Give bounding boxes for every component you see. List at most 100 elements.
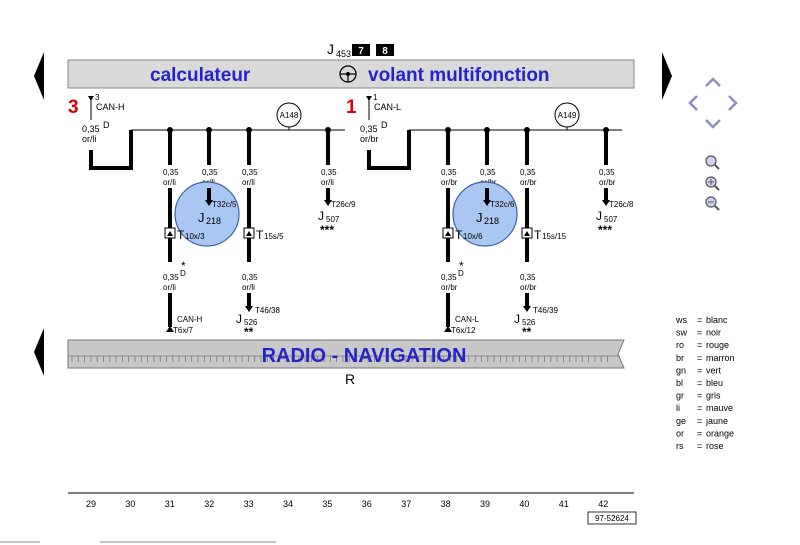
branch-gauge-2: 0,35 <box>480 168 496 177</box>
legend-entry: gris <box>706 391 721 401</box>
arrow-right-icon[interactable] <box>728 95 738 111</box>
arrow-left-icon[interactable] <box>688 95 698 111</box>
tag-1: 7 <box>358 46 364 57</box>
scale-number: 40 <box>519 499 529 509</box>
scale-number: 42 <box>598 499 608 509</box>
circle-ref: A148 <box>280 111 299 120</box>
steering-wheel-icon <box>339 65 357 83</box>
t10-label: 10x/6 <box>463 232 483 241</box>
color-legend: ws=blancsw=noirro=rougebr=marrongn=vertb… <box>675 315 735 451</box>
tag-box-1 <box>352 44 370 56</box>
pin-name: CAN-L <box>374 102 401 112</box>
t10-t: T <box>455 228 463 242</box>
d-label: D <box>180 269 186 278</box>
prev-page-icon[interactable] <box>34 52 44 100</box>
legend-entry: = <box>697 328 702 338</box>
zoom-icon[interactable] <box>705 155 720 170</box>
legend-entry: mauve <box>706 403 733 413</box>
t32-label: T32c/6 <box>490 200 515 209</box>
scale-number: 35 <box>322 499 332 509</box>
scale-number: 34 <box>283 499 293 509</box>
prev-section-icon[interactable] <box>34 328 44 376</box>
j507-sub: 507 <box>326 215 340 224</box>
connector-j: J <box>198 210 205 225</box>
wire-gauge: 0,35 <box>360 124 378 134</box>
connector-j-sub: 218 <box>206 216 221 226</box>
legend-entry: ro <box>676 340 684 350</box>
t46-label: T46/38 <box>255 306 280 315</box>
wire-color: or/br <box>360 134 379 144</box>
legend-entry: vert <box>706 365 722 375</box>
branch-gauge-4: 0,35 <box>599 168 615 177</box>
branch-gauge-3: 0,35 <box>242 168 258 177</box>
legend-entry: sw <box>676 328 688 338</box>
t6-label: T6x/12 <box>451 326 476 335</box>
scale-number: 31 <box>165 499 175 509</box>
legend-entry: = <box>697 365 702 375</box>
d-label: D <box>458 269 464 278</box>
legend-entry: rouge <box>706 340 729 350</box>
legend-entry: orange <box>706 428 734 438</box>
j507-label: J <box>318 209 324 223</box>
branch-color-4: or/li <box>321 178 334 187</box>
pin-sub: 1 <box>373 93 378 102</box>
t46-label: T46/39 <box>533 306 558 315</box>
ref-number: 97-52624 <box>595 514 629 523</box>
tag-2: 8 <box>382 46 388 57</box>
legend-entry: rose <box>706 441 724 451</box>
t26-label: T26c/9 <box>331 200 356 209</box>
can-label: CAN-H <box>177 315 203 324</box>
stars-3: *** <box>320 223 334 237</box>
component-sub: 453 <box>336 49 351 59</box>
branch-color-4: or/br <box>599 178 616 187</box>
j526-label: J <box>236 312 242 326</box>
legend-entry: = <box>697 315 702 325</box>
t26-label: T26c/8 <box>609 200 634 209</box>
branch-gauge-1: 0,35 <box>163 168 179 177</box>
arrow-down-icon[interactable] <box>705 119 721 129</box>
left-block: 3 3 CAN-H 0,35 D or/li A148 0,35 or/li 0… <box>68 93 356 339</box>
pin-name: CAN-H <box>96 102 125 112</box>
scale-number: 41 <box>559 499 569 509</box>
wire-d: D <box>103 120 110 130</box>
t15-label: 15s/5 <box>264 232 284 241</box>
scale-number: 38 <box>441 499 451 509</box>
stars-2: ** <box>244 325 254 339</box>
connector-j: J <box>476 210 483 225</box>
zoom-out-icon[interactable] <box>705 196 720 211</box>
lower-gauge-2: 0,35 <box>520 273 536 282</box>
scale-number: 36 <box>362 499 372 509</box>
legend-entry: ws <box>675 315 687 325</box>
branch-color-3: or/br <box>520 178 537 187</box>
next-page-icon[interactable] <box>662 52 672 100</box>
legend-entry: = <box>697 441 702 451</box>
legend-entry: = <box>697 391 702 401</box>
wire-color: or/li <box>82 134 97 144</box>
arrow-up-icon[interactable] <box>705 77 721 87</box>
legend-entry: bl <box>676 378 683 388</box>
legend-entry: ge <box>676 416 686 426</box>
legend-entry: gn <box>676 365 686 375</box>
wire-gauge: 0,35 <box>82 124 100 134</box>
legend-entry: = <box>697 403 702 413</box>
t10-t: T <box>177 228 185 242</box>
legend-entry: br <box>676 353 684 363</box>
legend-entry: = <box>697 428 702 438</box>
scale-number: 29 <box>86 499 96 509</box>
connector-j-sub: 218 <box>484 216 499 226</box>
j526-sub: 526 <box>244 318 258 327</box>
stars-2: ** <box>522 325 532 339</box>
legend-entry: gr <box>676 391 684 401</box>
star-1: * <box>181 259 186 273</box>
scale-number: 32 <box>204 499 214 509</box>
pin-number: 1 <box>346 97 357 118</box>
branch-gauge-3: 0,35 <box>520 168 536 177</box>
star-1: * <box>459 259 464 273</box>
t32-label: T32c/5 <box>212 200 237 209</box>
legend-entry: = <box>697 340 702 350</box>
zoom-in-icon[interactable] <box>705 176 720 191</box>
j526-sub: 526 <box>522 318 536 327</box>
radio-title: RADIO - NAVIGATION <box>262 345 467 367</box>
legend-entry: bleu <box>706 378 723 388</box>
